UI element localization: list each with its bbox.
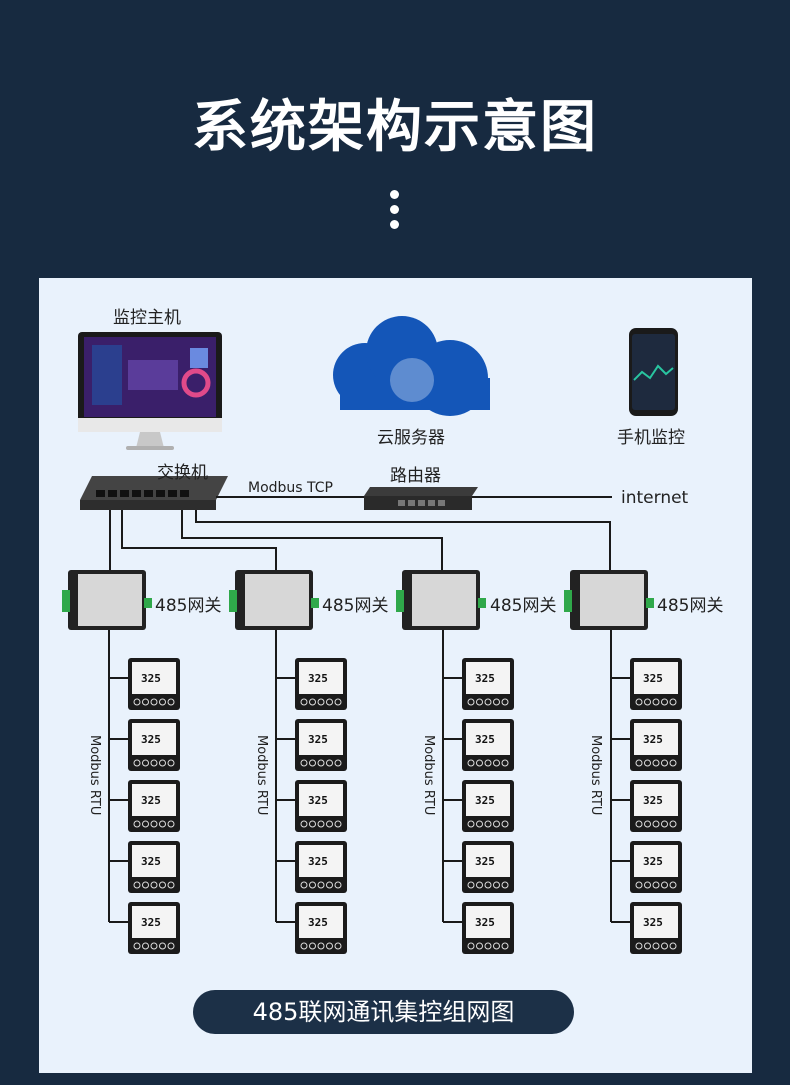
modbus-tcp-label: Modbus TCP: [248, 480, 333, 496]
router-label: 路由器: [390, 466, 441, 486]
thermostat-icon: 325: [295, 780, 347, 832]
thermostat-icon: 325: [128, 780, 180, 832]
thermostat-reading: 325: [308, 672, 328, 685]
thermostat-icon: 325: [462, 780, 514, 832]
thermostat-icon: 325: [128, 719, 180, 771]
page-title: 系统架构示意图: [192, 95, 598, 160]
modbus-rtu-label: Modbus RTU: [421, 735, 436, 816]
phone-icon: [629, 328, 678, 416]
thermostat-reading: 325: [308, 794, 328, 807]
router-icon: [364, 487, 478, 510]
thermostat-icon: 325: [462, 719, 514, 771]
thermostat-icon: 325: [128, 902, 180, 954]
rtu-bus-line: [610, 630, 630, 923]
gateway-label: 485网关: [490, 596, 557, 616]
thermostat-icon: 325: [630, 841, 682, 893]
rtu-bus-line: [442, 630, 462, 923]
gateway-485-icon: [564, 570, 654, 630]
thermostat-reading: 325: [308, 733, 328, 746]
thermostat-icon: 325: [295, 719, 347, 771]
internet-label: internet: [621, 488, 689, 508]
thermostat-icon: 325: [462, 841, 514, 893]
thermostat-reading: 325: [475, 794, 495, 807]
thermostat-reading: 325: [141, 794, 161, 807]
thermostat-reading: 325: [141, 733, 161, 746]
rtu-bus-line: [108, 630, 128, 923]
thermostat-icon: 325: [630, 658, 682, 710]
thermostat-icon: 325: [128, 658, 180, 710]
cloud-label: 云服务器: [377, 428, 445, 448]
thermostat-reading: 325: [141, 916, 161, 929]
thermostat-reading: 325: [643, 672, 663, 685]
host-label: 监控主机: [113, 308, 181, 328]
modbus-rtu-label: Modbus RTU: [588, 735, 603, 816]
separator-dots: [390, 190, 400, 235]
thermostat-reading: 325: [475, 855, 495, 868]
thermostat-reading: 325: [475, 672, 495, 685]
gateway-485-icon: [229, 570, 319, 630]
footer-caption: 485联网通讯集控组网图: [193, 990, 574, 1034]
thermostat-reading: 325: [643, 794, 663, 807]
monitor-icon: [78, 332, 222, 450]
thermostat-icon: 325: [128, 841, 180, 893]
thermostat-icon: 325: [630, 780, 682, 832]
thermostat-reading: 325: [308, 916, 328, 929]
thermostat-reading: 325: [141, 855, 161, 868]
gateway-label: 485网关: [322, 596, 389, 616]
thermostat-reading: 325: [308, 855, 328, 868]
modbus-rtu-label: Modbus RTU: [87, 735, 102, 816]
gateway-485-icon: [62, 570, 152, 630]
thermostat-icon: 325: [295, 658, 347, 710]
cloud-icon: [333, 316, 490, 416]
rtu-bus-line: [275, 630, 295, 923]
thermostat-icon: 325: [462, 658, 514, 710]
thermostat-reading: 325: [643, 855, 663, 868]
thermostat-reading: 325: [141, 672, 161, 685]
mobile-label: 手机监控: [617, 428, 685, 448]
thermostat-icon: 325: [295, 841, 347, 893]
thermostat-reading: 325: [643, 733, 663, 746]
network-lines: [109, 496, 612, 570]
thermostat-reading: 325: [643, 916, 663, 929]
gateway-label: 485网关: [657, 596, 724, 616]
thermostat-reading: 325: [475, 916, 495, 929]
thermostat-icon: 325: [630, 719, 682, 771]
thermostat-icon: 325: [630, 902, 682, 954]
thermostat-reading: 325: [475, 733, 495, 746]
modbus-rtu-label: Modbus RTU: [254, 735, 269, 816]
thermostat-icon: 325: [295, 902, 347, 954]
gateway-485-icon: [396, 570, 486, 630]
gateway-label: 485网关: [155, 596, 222, 616]
switch-icon: [80, 476, 228, 510]
thermostat-icon: 325: [462, 902, 514, 954]
switch-label: 交换机: [157, 463, 208, 483]
